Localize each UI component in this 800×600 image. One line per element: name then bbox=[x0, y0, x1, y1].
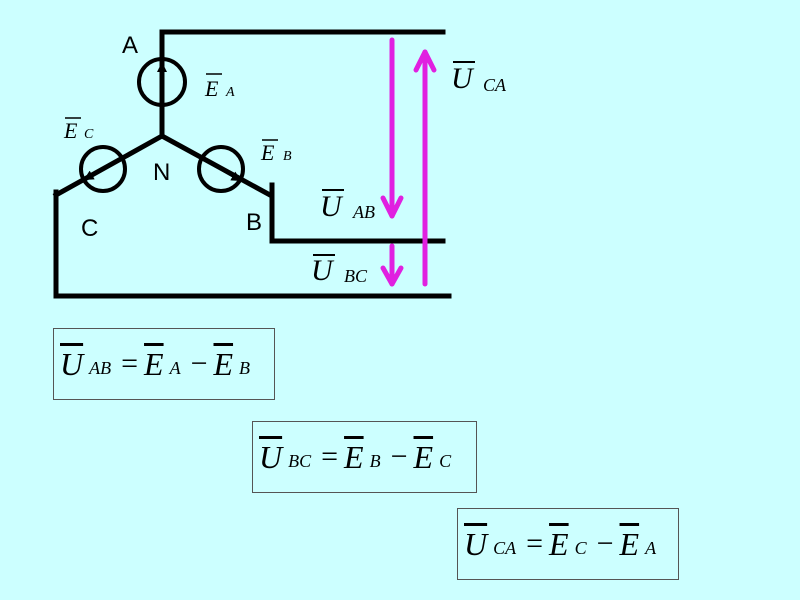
emf-label-c: E C bbox=[63, 117, 94, 143]
wire-b-line bbox=[269, 182, 446, 244]
svg-text:U: U bbox=[311, 254, 335, 287]
voltage-label-bc: U BC bbox=[311, 254, 368, 287]
node-label-b: B bbox=[246, 209, 262, 236]
source-c bbox=[79, 145, 127, 193]
node-label-a: A bbox=[122, 32, 138, 59]
svg-text:U: U bbox=[320, 190, 344, 223]
source-a bbox=[137, 57, 187, 107]
node-label-c: C bbox=[81, 215, 98, 242]
emf-label-b: E B bbox=[260, 139, 292, 165]
svg-text:AB: AB bbox=[352, 202, 375, 222]
svg-text:B: B bbox=[283, 149, 292, 164]
svg-text:BC: BC bbox=[344, 266, 368, 286]
source-b bbox=[197, 145, 245, 193]
svg-text:E: E bbox=[63, 118, 78, 143]
eq1-lhs: U bbox=[60, 345, 84, 382]
svg-text:E: E bbox=[204, 76, 219, 101]
wire-c-line bbox=[53, 189, 452, 299]
wire-phase-a bbox=[159, 29, 446, 139]
svg-text:C: C bbox=[84, 127, 94, 142]
svg-text:U: U bbox=[451, 62, 475, 95]
emf-label-a: E A bbox=[204, 73, 235, 101]
svg-text:CA: CA bbox=[483, 75, 507, 95]
svg-text:A: A bbox=[225, 85, 235, 100]
svg-text:E: E bbox=[260, 140, 275, 165]
voltage-arrows bbox=[380, 37, 437, 287]
voltage-label-ab: U AB bbox=[320, 189, 375, 223]
node-label-n: N bbox=[153, 159, 170, 186]
voltage-label-ca: U CA bbox=[451, 61, 507, 95]
